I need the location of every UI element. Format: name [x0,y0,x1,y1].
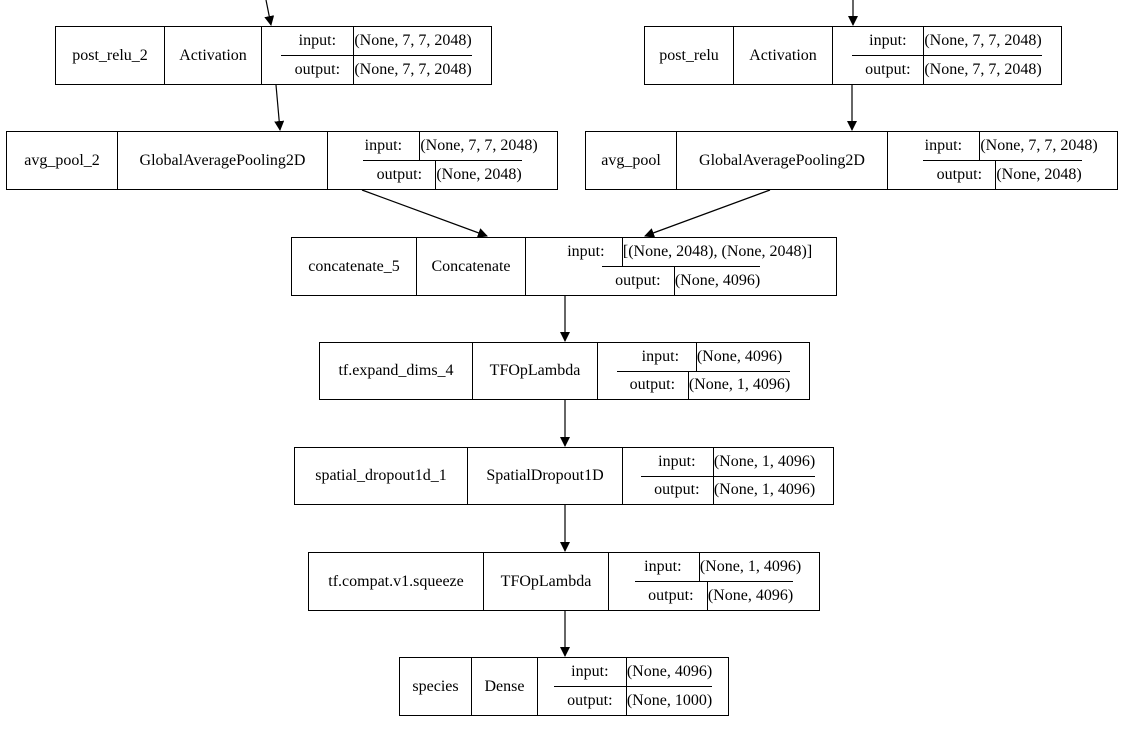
output-shape: (None, 1, 4096) [713,481,816,499]
output-label: output: [852,56,925,84]
input-shape: (None, 1, 4096) [699,558,802,575]
layer-name: tf.compat.v1.squeeze [328,572,464,590]
layer-name: tf.expand_dims_4 [338,362,454,379]
layer-type: Activation [733,27,832,84]
input-shape: (None, 7, 7, 2048) [354,32,472,49]
output-shape: (None, 2048) [996,166,1082,183]
output-label: output: [602,267,675,295]
input-shape: (None, 7, 7, 2048) [980,137,1098,154]
input-label: input: [550,238,623,266]
edge-post-relu-2-to-avg-pool-2 [274,84,285,131]
input-label: input: [347,132,421,160]
input-label: input: [907,132,981,160]
layer-name: avg_pool [601,151,661,169]
input-shape: (None, 4096) [696,347,783,365]
edge-into-post-relu-2 [264,0,275,26]
input-label: input: [554,658,627,686]
output-shape: (None, 7, 7, 2048) [924,61,1042,78]
layer-name: post_relu [659,46,719,64]
node-concatenate-5[interactable]: concatenate_5 Concatenate input: [(None,… [291,237,837,296]
output-shape: (None, 1000) [626,692,713,709]
output-shape: (None, 2048) [436,166,522,183]
output-label: output: [641,476,714,504]
node-squeeze[interactable]: tf.compat.v1.squeeze TFOpLambda input: (… [308,552,820,611]
input-label: input: [641,448,714,476]
input-shape: (None, 7, 7, 2048) [924,32,1042,49]
layer-name: species [412,677,459,695]
node-expand-dims-4[interactable]: tf.expand_dims_4 TFOpLambda input: (None… [319,342,810,400]
output-shape: (None, 1, 4096) [688,376,791,394]
output-label: output: [281,56,355,84]
output-shape: (None, 7, 7, 2048) [354,61,472,78]
layer-type: GlobalAveragePooling2D [676,132,887,189]
node-post-relu-2[interactable]: post_relu_2 Activation input: (None, 7, … [55,26,492,85]
output-shape: (None, 4096) [674,272,761,289]
node-species[interactable]: species Dense input: (None, 4096) output… [399,657,729,716]
output-shape: (None, 4096) [707,587,794,604]
output-label: output: [617,371,689,399]
input-shape: (None, 7, 7, 2048) [420,137,538,154]
edge-avg-pool-to-concatenate [644,189,771,238]
output-label: output: [635,582,708,610]
node-avg-pool-2[interactable]: avg_pool_2 GlobalAveragePooling2D input:… [6,131,558,190]
layer-type: Activation [164,27,261,84]
output-label: output: [363,161,437,189]
layer-type: TFOpLambda [483,553,608,610]
layer-type: GlobalAveragePooling2D [117,132,327,189]
layer-name: concatenate_5 [308,257,400,275]
layer-type: Concatenate [416,238,525,295]
layer-type: Dense [471,658,537,715]
layer-name: post_relu_2 [72,46,148,64]
layer-type: TFOpLambda [472,343,597,399]
layer-name: avg_pool_2 [24,151,100,169]
node-post-relu[interactable]: post_relu Activation input: (None, 7, 7,… [644,26,1062,85]
input-shape: (None, 4096) [626,663,713,680]
input-shape: (None, 1, 4096) [713,452,816,470]
output-label: output: [554,687,627,715]
node-spatial-dropout1d-1[interactable]: spatial_dropout1d_1 SpatialDropout1D inp… [294,447,834,505]
input-label: input: [281,27,355,55]
output-label: output: [923,161,997,189]
input-label: input: [627,553,700,581]
layer-name: spatial_dropout1d_1 [315,467,447,484]
input-shape: [(None, 2048), (None, 2048)] [622,243,813,260]
layer-type: SpatialDropout1D [467,448,622,504]
input-label: input: [852,27,925,55]
edge-avg-pool-2-to-concatenate [361,189,488,238]
input-label: input: [625,343,697,371]
node-avg-pool[interactable]: avg_pool GlobalAveragePooling2D input: (… [585,131,1118,190]
